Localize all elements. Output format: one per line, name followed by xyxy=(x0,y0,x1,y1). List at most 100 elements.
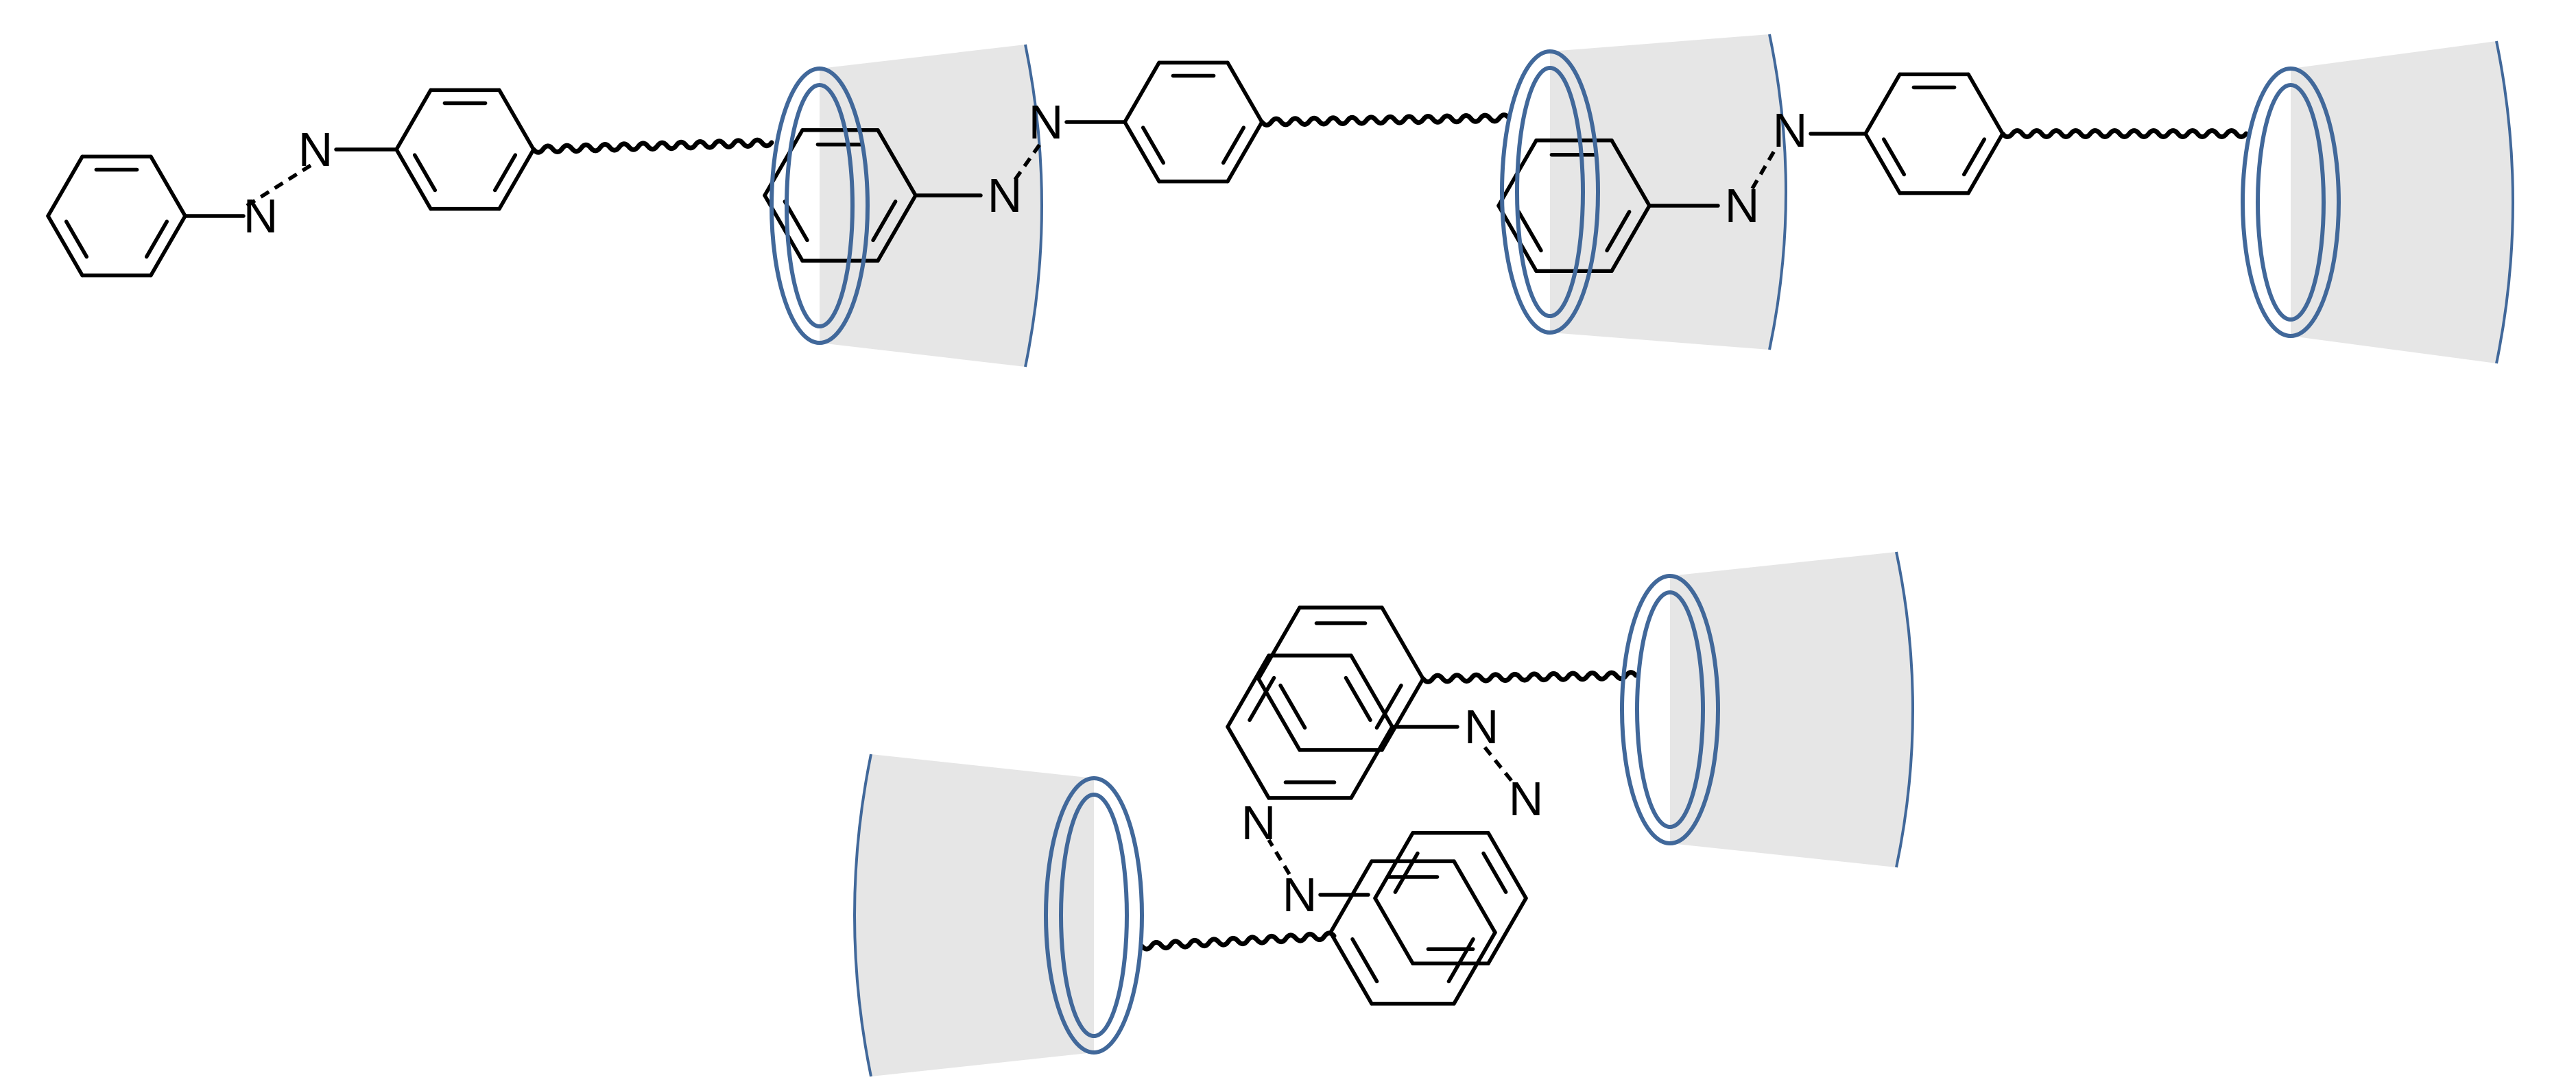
nitrogen-label: N xyxy=(1283,868,1317,922)
benzene-double-bond xyxy=(412,153,438,193)
bond-lines xyxy=(46,60,2249,1006)
nitrogen-label: N xyxy=(298,123,333,176)
cup-far-edge xyxy=(1895,551,1914,868)
cup-rim-outer xyxy=(2241,67,2341,338)
cyclodextrin-cups xyxy=(820,34,2514,1077)
benzene-bond xyxy=(1226,120,1264,184)
benzene-ring xyxy=(1331,861,1495,1004)
benzene-bond xyxy=(497,88,536,152)
benzene-double-bond xyxy=(1221,125,1246,165)
benzene-bond xyxy=(1610,204,1651,274)
cup-far-edge xyxy=(1768,34,1787,350)
benzene-double-bond xyxy=(64,219,89,259)
benzene-bond xyxy=(1226,60,1264,124)
cyclodextrin-cup xyxy=(855,754,1094,1076)
benzene-bond xyxy=(394,147,433,211)
benzene-double-bond xyxy=(1248,675,1276,723)
cup-far-edge xyxy=(1024,44,1043,368)
benzene-double-bond xyxy=(492,153,518,193)
benzene-ring xyxy=(1125,62,1262,181)
benzene-bond xyxy=(1328,859,1374,935)
wavy-linker xyxy=(1420,670,1638,684)
benzene-double-bond xyxy=(1516,210,1543,253)
azo-double-bond xyxy=(246,162,313,208)
benzene-bond xyxy=(1966,72,2005,136)
benzene-bond xyxy=(876,128,918,197)
azo-double-bond xyxy=(1483,746,1514,783)
nitrogen-label: N xyxy=(1241,796,1276,850)
nitrogen-label: N xyxy=(1464,700,1499,754)
benzene-double-bond xyxy=(1881,137,1907,177)
benzene-double-bond xyxy=(1374,683,1403,730)
benzene-bond xyxy=(1452,859,1497,935)
benzene-bond xyxy=(1226,653,1271,729)
benzene-bond xyxy=(1256,605,1302,681)
benzene-bond xyxy=(1226,725,1271,800)
benzene-double-bond xyxy=(1350,937,1379,984)
benzene-bond xyxy=(149,214,187,278)
benzene-bond xyxy=(1610,138,1651,208)
cup-rim-inner xyxy=(1635,590,1705,829)
cup-rim-outer xyxy=(1500,49,1600,335)
benzene-bond xyxy=(1966,132,2005,195)
benzene-double-bond xyxy=(1278,683,1307,730)
benzene-bond xyxy=(1863,72,1902,136)
benzene-double-bond xyxy=(871,200,898,243)
wavy-linker xyxy=(1139,930,1337,952)
cup-rim-inner xyxy=(1059,793,1129,1038)
benzene-double-bond xyxy=(1344,675,1372,723)
cup-rim-inner xyxy=(1515,66,1585,318)
benzene-bond xyxy=(1349,725,1394,800)
wavy-linker xyxy=(531,137,774,155)
benzene-bond xyxy=(1486,830,1528,900)
cup-rim-outer xyxy=(1044,776,1144,1055)
benzene-double-bond xyxy=(1481,851,1508,894)
benzene-ring xyxy=(1375,833,1526,964)
nitrogen-label: N xyxy=(1509,772,1544,826)
cup-rims xyxy=(770,49,2341,1055)
benzene-bond xyxy=(1373,830,1415,900)
benzene-bond xyxy=(46,154,84,218)
cup-far-edge xyxy=(853,754,872,1077)
benzene-double-bond xyxy=(1961,137,1987,177)
azo-double-bond xyxy=(1267,839,1291,876)
benzene-bond xyxy=(1349,653,1394,729)
benzene-bond xyxy=(497,147,536,211)
cyclodextrin-cup xyxy=(820,45,1042,367)
wavy-linker xyxy=(1259,112,1512,128)
cup-rim-inner xyxy=(2256,83,2326,322)
benzene-ring xyxy=(1228,655,1392,798)
nitrogen-label: N xyxy=(1773,104,1808,157)
nitrogen-label: N xyxy=(243,189,278,243)
benzene-bond xyxy=(1452,930,1497,1006)
cup-rim-outer xyxy=(770,67,870,345)
wavy-linker xyxy=(2000,128,2249,139)
benzene-double-bond xyxy=(1605,210,1632,253)
benzene-bond xyxy=(46,214,84,278)
nitrogen-label: N xyxy=(988,169,1023,222)
cyclodextrin-cup xyxy=(2291,41,2513,363)
benzene-bond xyxy=(1380,605,1425,681)
cup-rim-inner xyxy=(785,83,855,328)
azo-double-bond xyxy=(1750,146,1778,190)
benzene-bond xyxy=(1863,132,1902,195)
nitrogen-label: N xyxy=(1725,179,1760,232)
benzene-double-bond xyxy=(1141,125,1166,165)
cup-rim-outer xyxy=(1620,574,1720,845)
cup-far-edge xyxy=(2495,40,2514,364)
benzene-ring xyxy=(48,156,185,275)
benzene-double-bond xyxy=(1393,851,1420,894)
benzene-double-bond xyxy=(1446,937,1475,984)
benzene-bond xyxy=(1380,677,1425,752)
benzene-bond xyxy=(1123,120,1161,184)
benzene-bond xyxy=(876,193,918,263)
azo-double-bond xyxy=(1013,139,1045,181)
benzene-bond xyxy=(1373,896,1415,966)
benzene-ring xyxy=(396,90,534,208)
nitrogen-label: N xyxy=(1029,95,1064,149)
benzene-bond xyxy=(1328,930,1374,1006)
benzene-bond xyxy=(1486,896,1528,966)
benzene-bond xyxy=(394,88,433,152)
